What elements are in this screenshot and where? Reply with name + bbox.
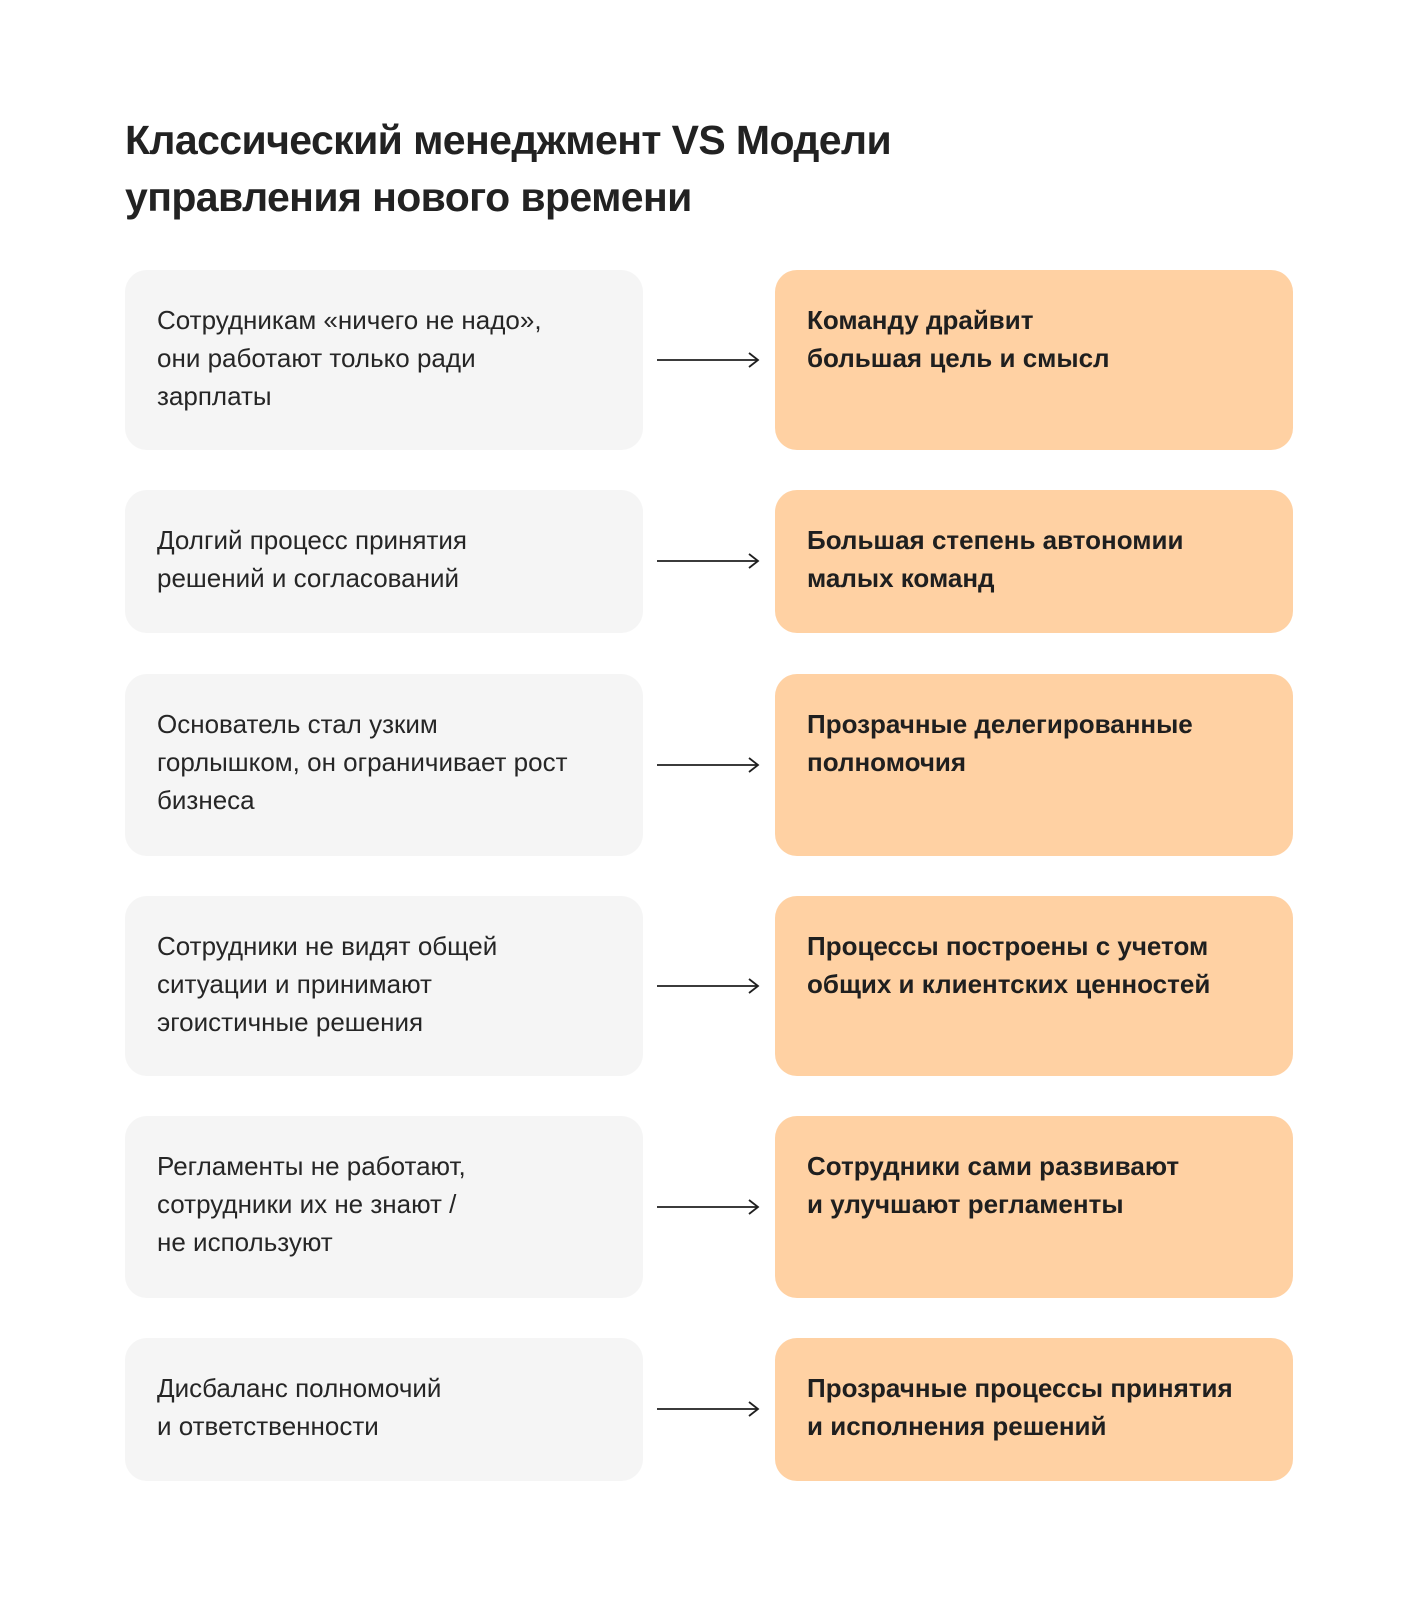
right-arrow-icon [657,553,760,569]
classic-management-card: Регламенты не работают, сотрудники их не… [125,1116,643,1298]
comparison-row: Регламенты не работают, сотрудники их не… [125,1116,1293,1298]
classic-management-card: Долгий процесс принятия решений и соглас… [125,490,643,633]
right-arrow-icon [657,1199,760,1215]
comparison-row: Дисбаланс полномочий и ответственности П… [125,1338,1293,1481]
new-model-card: Прозрачные процессы принятия и исполнени… [775,1338,1293,1481]
classic-management-card: Основатель стал узким горлышком, он огра… [125,674,643,856]
right-arrow-icon [657,978,760,994]
comparison-list: Сотрудникам «ничего не надо», они работа… [125,270,1293,1481]
classic-management-card: Дисбаланс полномочий и ответственности [125,1338,643,1481]
new-model-card: Большая степень автономии малых команд [775,490,1293,633]
comparison-row: Сотрудникам «ничего не надо», они работа… [125,270,1293,450]
comparison-row: Долгий процесс принятия решений и соглас… [125,490,1293,633]
comparison-row: Основатель стал узким горлышком, он огра… [125,674,1293,856]
new-model-card: Процессы построены с учетом общих и клие… [775,896,1293,1076]
right-arrow-icon [657,352,760,368]
new-model-card: Сотрудники сами развивают и улучшают рег… [775,1116,1293,1298]
classic-management-card: Сотрудники не видят общей ситуации и при… [125,896,643,1076]
right-arrow-icon [657,757,760,773]
page-title: Классический менеджмент VS Модели управл… [125,117,892,220]
new-model-card: Команду драйвит большая цель и смысл [775,270,1293,450]
classic-management-card: Сотрудникам «ничего не надо», они работа… [125,270,643,450]
right-arrow-icon [657,1401,760,1417]
new-model-card: Прозрачные делегированные полномочия [775,674,1293,856]
comparison-row: Сотрудники не видят общей ситуации и при… [125,896,1293,1076]
